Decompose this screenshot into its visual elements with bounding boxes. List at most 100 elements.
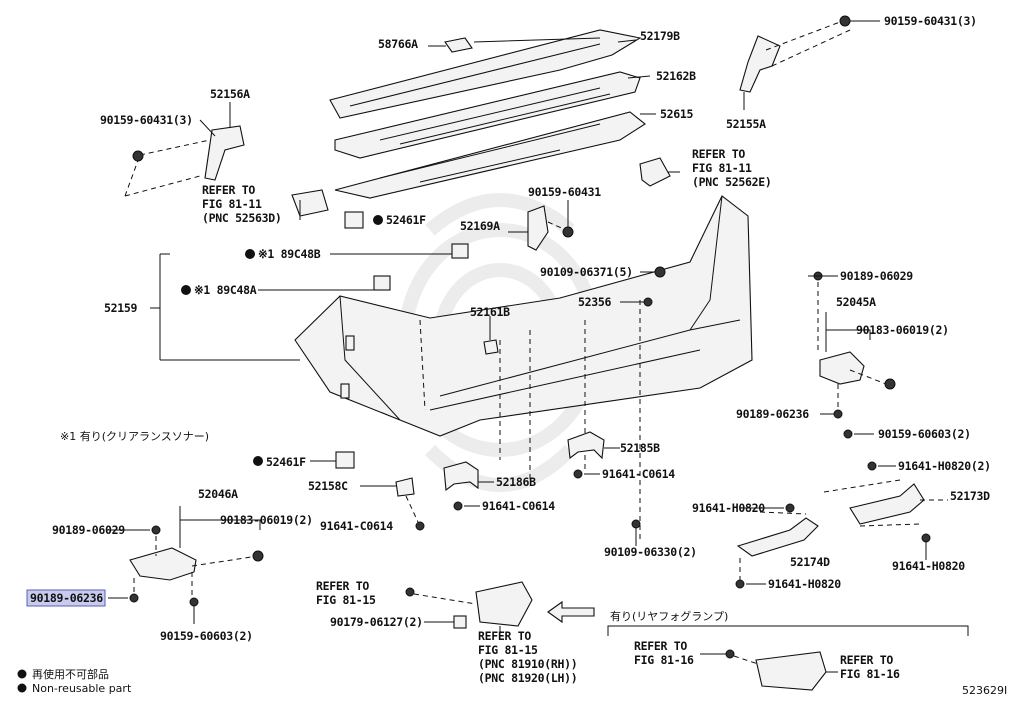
label-91641-C0614-c[interactable]: 91641-C0614	[320, 519, 394, 533]
label-52156A[interactable]: 52156A	[210, 87, 250, 101]
sensor-hole	[340, 383, 350, 399]
refer-81-16a-line2[interactable]: FIG 81-16	[634, 653, 694, 667]
part-52173D-bracket[interactable]	[823, 461, 948, 560]
part-58766A-plate[interactable]	[444, 37, 473, 53]
label-52046A[interactable]: 52046A	[198, 487, 238, 501]
label-90159-60431-3-right[interactable]: 90159-60431(3)	[884, 14, 977, 28]
label-52173D[interactable]: 52173D	[950, 489, 990, 503]
bolt-icon	[735, 579, 745, 589]
direction-arrow-icon	[547, 600, 595, 624]
part-52562E-retainer[interactable]	[639, 157, 671, 187]
label-52159[interactable]: 52159	[104, 301, 138, 315]
label-91641-C0614-b[interactable]: 91641-C0614	[482, 499, 556, 513]
legend-dot-icon	[17, 669, 27, 679]
label-91641-H0820-top[interactable]: 91641-H0820(2)	[898, 459, 991, 473]
sensor-hole	[345, 335, 355, 351]
bolt-icon	[573, 469, 583, 479]
refer-fog-line2[interactable]: FIG 81-15	[478, 643, 538, 657]
label-90109-06371[interactable]: 90109-06371(5)	[540, 265, 633, 279]
label-52461F-top[interactable]: 52461F	[386, 213, 426, 227]
label-52356[interactable]: 52356	[578, 295, 612, 309]
refer-81-15-line1: REFER TO	[316, 579, 369, 593]
part-52162B-retainer[interactable]	[334, 71, 641, 159]
label-91641-H0820-mid[interactable]: 91641-H0820	[692, 501, 766, 515]
label-52155A[interactable]: 52155A	[726, 117, 766, 131]
part-52159-bumper-cover[interactable]	[294, 195, 753, 540]
bolt-icon	[725, 649, 735, 659]
part-52161B-retainer[interactable]	[483, 316, 499, 355]
bolt-icon	[921, 533, 931, 543]
part-52045A-bracket[interactable]	[808, 271, 896, 439]
label-52185B[interactable]: 52185B	[620, 441, 660, 455]
part-52156A-bracket[interactable]	[124, 102, 245, 197]
label-89C48B[interactable]: ※1 89C48B	[258, 247, 321, 261]
label-91641-H0820-right[interactable]: 91641-H0820	[892, 559, 966, 573]
bolt-icon	[631, 519, 641, 529]
highlighted-label-90189-06236[interactable]: 90189-06236	[26, 589, 106, 607]
part-52186B-bracket[interactable]	[443, 461, 494, 511]
label-91641-C0614-a[interactable]: 91641-C0614	[602, 467, 676, 481]
part-52169A-bracket[interactable]	[508, 200, 574, 251]
part-52155A-bracket[interactable]	[739, 15, 851, 110]
note-clearance-sonar: ※1 有り(クリアランスソナー)	[60, 429, 209, 443]
label-90159-60603-right[interactable]: 90159-60603(2)	[878, 427, 971, 441]
part-52174D-bracket[interactable]	[735, 503, 819, 589]
label-90159-60603-left[interactable]: 90159-60603(2)	[160, 629, 253, 643]
part-52179B-step-pad[interactable]	[329, 29, 642, 119]
label-91641-H0820-bottom[interactable]: 91641-H0820	[768, 577, 842, 591]
fastener-90109-06371[interactable]	[640, 266, 666, 278]
label-90109-06330[interactable]: 90109-06330(2)	[604, 545, 697, 559]
label-52186B[interactable]: 52186B	[496, 475, 536, 489]
label-90179-06127[interactable]: 90179-06127(2)	[330, 615, 423, 629]
part-89C48B-sensor-clip[interactable]	[245, 243, 469, 259]
nut-icon	[252, 550, 264, 562]
bolt-icon	[405, 587, 415, 597]
label-90189-06029-left[interactable]: 90189-06029	[52, 523, 126, 537]
label-90189-06236-right[interactable]: 90189-06236	[736, 407, 810, 421]
refer-81-15-line2[interactable]: FIG 81-15	[316, 593, 376, 607]
part-89C48A-sensor-clip[interactable]	[181, 275, 391, 295]
fastener-90109-06330[interactable]	[631, 519, 641, 546]
part-52461F-top[interactable]	[344, 211, 383, 229]
refer-81-16b-line2[interactable]: FIG 81-16	[840, 667, 900, 681]
label-90183-06019-left[interactable]: 90183-06019(2)	[220, 513, 313, 527]
refer-52562E-line1: REFER TO	[692, 147, 745, 161]
label-52161B[interactable]: 52161B	[470, 305, 510, 319]
label-52615[interactable]: 52615	[660, 107, 694, 121]
part-52185B-bracket[interactable]	[567, 431, 620, 479]
part-52615-absorber[interactable]	[334, 111, 646, 199]
label-58766A[interactable]: 58766A	[378, 37, 418, 51]
refer-81-16a-line1: REFER TO	[634, 639, 687, 653]
label-52461F-bottom[interactable]: 52461F	[266, 455, 306, 469]
label-52179B[interactable]: 52179B	[640, 29, 680, 43]
label-52045A[interactable]: 52045A	[836, 295, 876, 309]
part-52563D-retainer[interactable]	[291, 189, 329, 217]
label-90183-06019-right[interactable]: 90183-06019(2)	[856, 323, 949, 337]
refer-52563D-line2[interactable]: FIG 81-11	[202, 197, 262, 211]
refer-fog-line1: REFER TO	[478, 629, 531, 643]
refer-52562E-line2[interactable]: FIG 81-11	[692, 161, 752, 175]
label-52169A[interactable]: 52169A	[460, 219, 500, 233]
nut-icon	[884, 378, 896, 390]
legend-english: Non-reusable part	[32, 682, 132, 695]
label-89C48A[interactable]: ※1 89C48A	[194, 283, 257, 297]
label-90159-60431-3-left[interactable]: 90159-60431(3)	[100, 113, 193, 127]
label-90189-06029-right[interactable]: 90189-06029	[840, 269, 914, 283]
label-90189-06236-left[interactable]: 90189-06236	[30, 591, 104, 605]
part-52461F-bottom[interactable]	[253, 451, 355, 469]
label-52162B[interactable]: 52162B	[656, 69, 696, 83]
part-52046A-bracket[interactable]	[106, 506, 264, 624]
nut-icon	[643, 297, 653, 307]
bolt-icon	[453, 501, 463, 511]
label-52158C[interactable]: 52158C	[308, 479, 348, 493]
bolt-icon	[151, 525, 161, 535]
label-52174D[interactable]: 52174D	[790, 555, 830, 569]
note-rear-fog-lamp: 有り(リヤフォグランプ)	[610, 609, 728, 623]
part-rear-reflector[interactable]	[405, 581, 533, 640]
bolt-icon	[129, 593, 139, 603]
label-90159-60431[interactable]: 90159-60431	[528, 185, 602, 199]
bolt-icon	[839, 15, 851, 27]
part-rear-fog-lamp[interactable]	[700, 649, 838, 691]
fastener-52356[interactable]	[620, 297, 653, 307]
